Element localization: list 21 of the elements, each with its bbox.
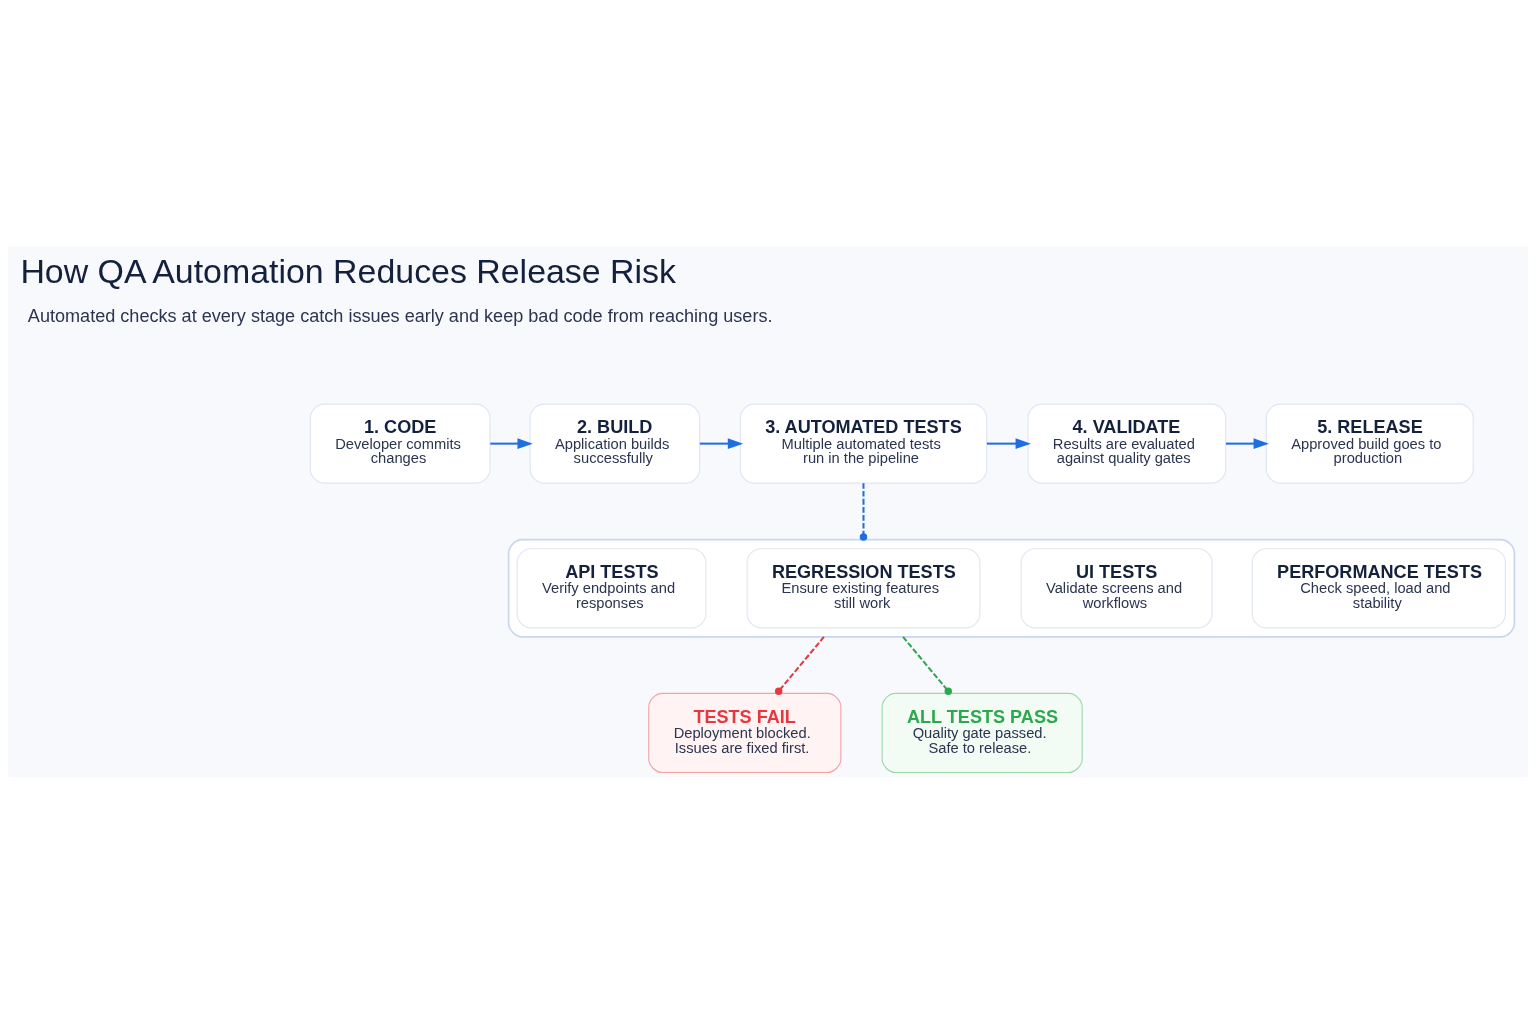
node-box: REGRESSION TESTS Ensure existing features still work [746,548,981,629]
diagram-title: How QA Automation Reduces Release Risk [20,252,676,291]
arrow [1225,438,1269,450]
node-box: 4. VALIDATE Results are evaluated against quality gates [1027,403,1227,484]
node-box: 2. BUILD Application builds successfully [529,403,701,484]
node-box: API TESTS Verify endpoints and responses [516,548,707,629]
connector [774,636,825,695]
arrow [699,438,744,450]
node-box: 3. AUTOMATED TESTS Multiple automated tests run in the pipeline [739,403,988,484]
cluster [507,538,1516,638]
arrow [986,438,1031,450]
label: Automated checks at every stage catch issues early and keep bad code from reaching users. [27,306,773,327]
node-box: 1. CODE Developer commits changes [309,403,491,484]
node-box: TESTS FAIL Deployment blocked. Issues are fixed first. [648,692,842,774]
node-box: ALL TESTS PASS Quality gate passed. Safe to release. [881,692,1083,774]
connector [859,483,868,541]
node-box: 5. RELEASE Approved build goes to production [1265,403,1474,484]
arrow [490,438,533,450]
connector [902,636,952,695]
node-box: PERFORMANCE TESTS Check speed, load and stability [1251,548,1506,629]
node-box: UI TESTS Validate screens and workflows [1020,548,1213,629]
